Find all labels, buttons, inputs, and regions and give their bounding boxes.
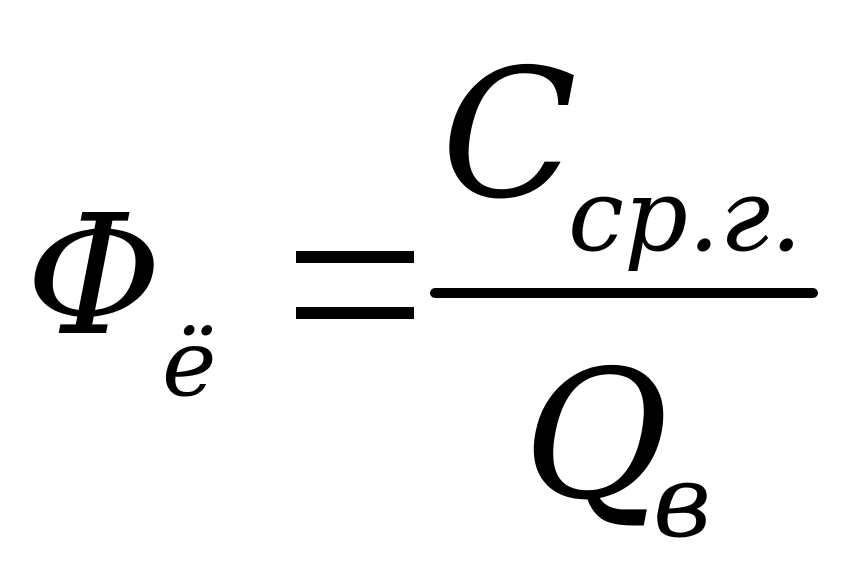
equals-bottom-bar — [296, 307, 414, 319]
lhs-symbol: Φ — [26, 180, 163, 373]
fraction-bar — [430, 288, 818, 298]
lhs-subscript: ё — [162, 310, 217, 417]
equals-sign — [296, 251, 414, 319]
denominator-symbol: Q — [523, 332, 669, 539]
numerator-subscript: ср.г. — [568, 157, 803, 274]
denominator-subscript: в — [653, 443, 712, 560]
equals-top-bar — [296, 251, 414, 263]
numerator-symbol: C — [441, 31, 578, 238]
